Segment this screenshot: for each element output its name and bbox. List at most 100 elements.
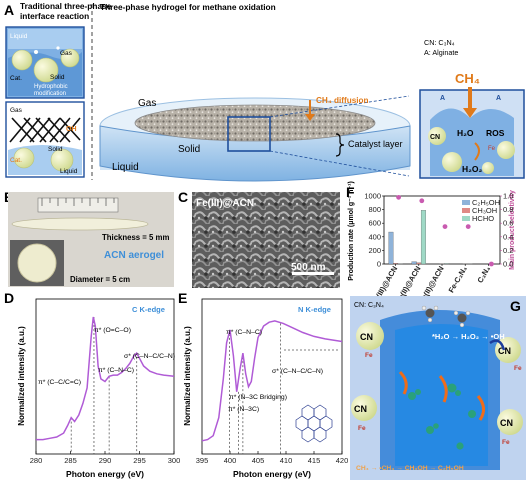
f-legend-swatch <box>462 216 470 221</box>
xtick-label: 420 <box>336 456 349 465</box>
zoom-panel: CN: C₃N₄ A: Alginate CH₄ H₂O ROS H₂O₂ CN… <box>419 38 525 179</box>
center-liquid-label: Liquid <box>112 162 139 173</box>
panel-letter-c: C <box>178 189 188 205</box>
panel-letter-d: D <box>4 290 14 306</box>
f-bar <box>388 231 394 265</box>
panel-e: E Normalized intensity (a.u.) Photon ene… <box>178 290 348 479</box>
d-annotation-4: σ* (C–N–C/C–N) <box>124 353 175 360</box>
zoom-a-2: A <box>496 95 501 102</box>
traditional-title-1: Traditional three-phase <box>20 1 112 11</box>
sem-title: Fe(III)@ACN <box>196 198 254 209</box>
traditional-box-1: Liquid Gas Cat. Solid Hydrophobic modifi… <box>5 26 85 99</box>
d-annotation-1: π* (C–C/C=C) <box>38 379 81 386</box>
e-plot-frame <box>201 298 343 455</box>
g-cn-label-2: CN <box>498 346 511 356</box>
center-gas-label: Gas <box>138 98 156 109</box>
zoom-h2o: H₂O <box>457 128 474 138</box>
f-y2tick-label: 0.6 <box>503 219 513 228</box>
box2-liquid-label: Liquid <box>60 168 78 175</box>
f-category-label: Fe-C₃N₄ <box>447 264 470 294</box>
d-ylabel: Normalized intensity (a.u.) <box>17 326 26 426</box>
panel-g: G CN: C₃N₄ CN CN CN CN Fe Fe Fe Fe *H₂O … <box>350 296 526 480</box>
f-bar <box>420 210 426 265</box>
f-y2tick-label: 0.0 <box>503 260 513 269</box>
e-xlabel: Photon energy (eV) <box>233 469 311 479</box>
f-selectivity-point <box>489 261 494 267</box>
f-legend-label: HCHO <box>472 214 494 223</box>
methane-molecules <box>421 305 471 328</box>
box1-modification-label: modification <box>34 91 66 97</box>
e-annotation-2: π* (N–3C Bridging) <box>229 394 287 401</box>
xtick-label: 395 <box>196 456 209 465</box>
center-title: Three-phase hydrogel for methane oxidati… <box>100 2 276 12</box>
thickness-label: Thickness = 5 mm <box>102 233 169 242</box>
e-annotation-4: σ* (C–N–C/C–N) <box>272 368 323 375</box>
xtick-label: 295 <box>133 456 146 465</box>
f-legend-swatch <box>462 208 470 213</box>
f-bar <box>411 261 417 265</box>
xtick-label: 300 <box>168 456 181 465</box>
hydrophobic-mesh <box>9 117 81 143</box>
traditional-title-2: interface reaction <box>20 11 89 21</box>
f-legend-label: CH₃OH <box>472 206 497 215</box>
f-selectivity-point <box>465 224 471 230</box>
zoom-a-1: A <box>440 95 445 102</box>
f-category-label: C₃N₄ <box>475 264 492 284</box>
xtick-label: 280 <box>30 456 43 465</box>
e-annotation-1: π* (C–N–C) <box>226 329 262 336</box>
panel-b: B Thickness = 5 mm ACN aerogel Diameter … <box>4 189 174 287</box>
g-bottom-reaction: CH₄ → •CH₃ → CH₃OH → C₂H₅OH <box>356 465 464 472</box>
f-y2tick-label: 0.8 <box>503 205 513 214</box>
g-top-reaction: *H₂O → H₂O₂ → •OH <box>432 332 505 341</box>
box1-gas-label: Gas <box>60 50 73 57</box>
ruler-ticks <box>41 198 115 206</box>
panel-f: F Production rate (μmol g⁻¹ h⁻¹) Main pr… <box>346 181 516 307</box>
catalyst-layer-label: Catalyst layer <box>348 139 403 149</box>
e-annotation-3: π* (N–3C) <box>228 406 259 413</box>
zoom-h2o2: H₂O₂ <box>462 164 483 174</box>
xtick-label: 285 <box>64 456 77 465</box>
legend-alginate: A: Alginate <box>424 48 458 57</box>
f-y2tick-label: 1.0 <box>503 192 513 201</box>
aerogel-label: ACN aerogel <box>104 250 164 261</box>
f-selectivity-point <box>419 198 425 204</box>
traditional-box-2: Gas OH Cat. Solid Liquid <box>5 101 85 178</box>
f-legend-swatch <box>462 200 470 205</box>
panel-letter-f: F <box>346 184 355 200</box>
catalyst-particle <box>11 49 33 71</box>
box1-hydrophobic-label: Hydrophobic <box>34 84 68 90</box>
e-ylabel: Normalized intensity (a.u.) <box>183 326 192 426</box>
panel-letter-e: E <box>178 290 187 306</box>
g-cn-label-4: CN <box>500 418 513 428</box>
d-annotation-2: π* (O=C–O) <box>94 327 131 334</box>
aerogel-side-view <box>11 217 149 231</box>
d-xlabel: Photon energy (eV) <box>66 469 144 479</box>
d-plot-frame <box>35 298 175 455</box>
f-ytick-label: 200 <box>368 246 381 255</box>
box2-cat-label: Cat. <box>10 157 22 164</box>
legend-cn: CN: C₃N₄ <box>424 38 455 47</box>
f-ylabel: Production rate (μmol g⁻¹ h⁻¹) <box>348 181 355 281</box>
scale-label: 500 nm <box>291 262 326 273</box>
g-fe-label-2: Fe <box>514 365 522 372</box>
f-bar <box>393 263 399 265</box>
panel-c: C Fe(III)@ACN 500 nm <box>178 189 340 288</box>
xtick-label: 410 <box>280 456 293 465</box>
f-bar <box>416 262 422 265</box>
d-annotation-3: π* (C–N–C) <box>98 367 134 374</box>
zoom-ch4: CH₄ <box>455 71 480 86</box>
f-ytick-label: 400 <box>368 232 381 241</box>
diameter-label: Diameter = 5 cm <box>70 275 130 284</box>
g-legend: CN: C₃N₄ <box>354 302 384 309</box>
panel-d: D Normalized intensity (a.u.) Photon ene… <box>4 290 180 479</box>
xtick-label: 405 <box>252 456 265 465</box>
zoom-fe: Fe <box>488 146 496 152</box>
zoom-ros: ROS <box>486 128 505 138</box>
box2-oh-label: OH <box>66 126 77 133</box>
zoom-box <box>227 116 271 152</box>
xtick-label: 400 <box>224 456 237 465</box>
d-edge-label: C K-edge <box>132 305 165 314</box>
f-legend-label: C₂H₅OH <box>472 198 500 207</box>
e-spectrum-line <box>201 320 343 442</box>
catalyst-particle <box>60 48 80 68</box>
